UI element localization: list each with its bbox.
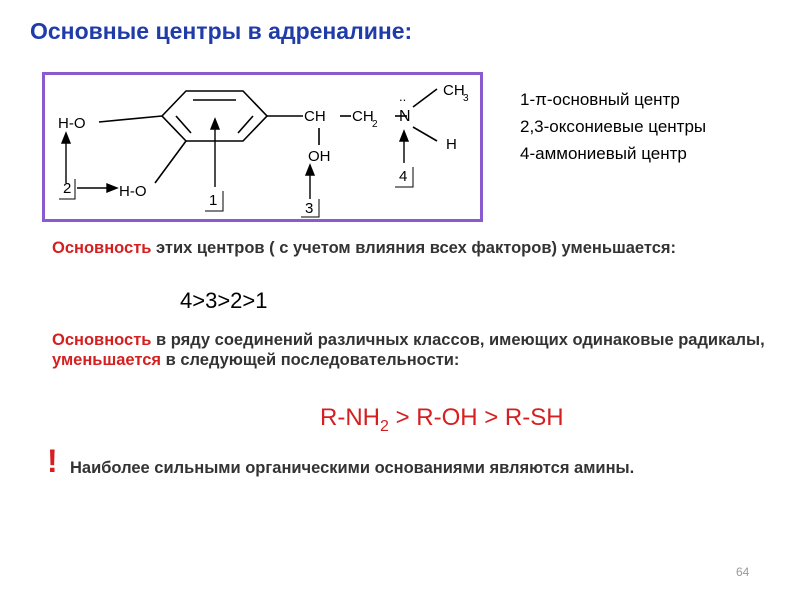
h-label: H bbox=[446, 136, 457, 153]
page-title: Основные центры в адреналине: bbox=[30, 18, 413, 44]
ch2-label: CH bbox=[352, 108, 374, 125]
arrow-3 bbox=[304, 163, 316, 176]
formula-subscript: 2 bbox=[380, 417, 389, 435]
formula-part: R-NH bbox=[320, 404, 380, 431]
n-label: N bbox=[399, 108, 411, 125]
ho-bottom: H-O bbox=[119, 183, 147, 200]
structure-frame bbox=[42, 72, 483, 222]
ch3-subscript: 3 bbox=[463, 93, 469, 104]
adrenaline-structure: H-O H-O CH CH 2 N .. CH 3 H OH 1 2 3 4 bbox=[58, 82, 469, 218]
formula-part: > R-OH > R-SH bbox=[388, 404, 564, 431]
ch3-label: CH bbox=[443, 82, 465, 99]
oh-label: OH bbox=[308, 148, 331, 165]
paragraph-text: в следующей последовательности: bbox=[161, 351, 460, 369]
legend-line-3: 4-аммониевый центр bbox=[520, 144, 687, 163]
legend: 1-π-основный центр 2,3-оксониевые центры… bbox=[520, 86, 706, 167]
lone-pair: .. bbox=[399, 89, 406, 104]
label-2: 2 bbox=[63, 180, 71, 197]
exclamation-mark: ! bbox=[47, 443, 58, 479]
highlight-basicity: Основность bbox=[52, 331, 152, 349]
basicity-order: 4>3>2>1 bbox=[180, 288, 268, 313]
paragraph-text: в ряду соединений различных классов, име… bbox=[151, 331, 765, 349]
label-1: 1 bbox=[209, 192, 217, 209]
ch-label: CH bbox=[304, 108, 326, 125]
label-4: 4 bbox=[399, 168, 407, 185]
label-3: 3 bbox=[305, 200, 313, 217]
highlight-basicity: Основность bbox=[52, 239, 152, 257]
paragraph-basicity-centers: Основность этих центров ( с учетом влиян… bbox=[52, 238, 752, 258]
arrow-2-right bbox=[106, 182, 119, 194]
page-number: 64 bbox=[736, 565, 750, 579]
arrow-2-up bbox=[60, 131, 72, 144]
paragraph-text: этих центров ( с учетом влияния всех фак… bbox=[151, 239, 677, 257]
basicity-formula: R-NH2 > R-OH > R-SH bbox=[320, 404, 564, 436]
highlight-decreases: уменьшается bbox=[52, 351, 162, 369]
legend-line-2: 2,3-оксониевые центры bbox=[520, 117, 707, 136]
paragraph-amines: Наиболее сильными органическими основани… bbox=[70, 459, 635, 477]
arrow-1 bbox=[209, 117, 221, 130]
legend-line-1: 1-π-основный центр bbox=[520, 90, 680, 109]
ho-top: H-O bbox=[58, 115, 86, 132]
arrow-4 bbox=[398, 129, 410, 142]
ch2-subscript: 2 bbox=[372, 119, 378, 130]
paragraph-basicity-classes: Основность в ряду соединений различных к… bbox=[52, 330, 768, 370]
